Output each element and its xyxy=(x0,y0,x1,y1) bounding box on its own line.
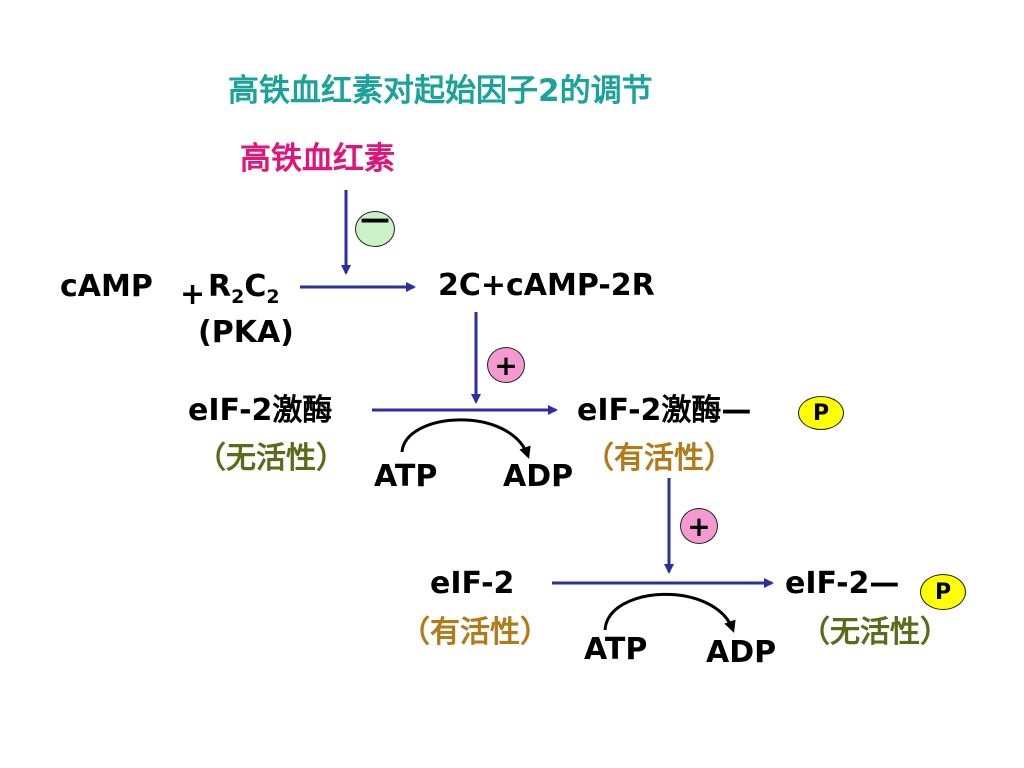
c-letter: C xyxy=(244,269,267,304)
r-subscript: 2 xyxy=(231,286,245,308)
plus-sign: + xyxy=(494,348,518,382)
r2c2-label: R2C2 xyxy=(208,272,280,307)
phosphate-circle-1: P xyxy=(798,396,844,430)
kinase-inactive-state: （无活性） xyxy=(196,441,346,476)
pka-label: (PKA) xyxy=(198,315,294,350)
phosphate-label: P xyxy=(934,579,952,605)
phosphate-circle-2: P xyxy=(920,574,966,610)
minus-sign: — xyxy=(360,202,390,237)
adp-label-2: ADP xyxy=(706,635,777,670)
plus-sign: + xyxy=(687,509,711,543)
diagram-title: 高铁血红素对起始因子2的调节 xyxy=(228,73,653,109)
atp-label-2: ATP xyxy=(584,632,648,667)
eif2-inactive-state: （无活性） xyxy=(800,615,950,650)
activation-plus-circle-1: + xyxy=(487,347,525,383)
atp-adp-curve-2 xyxy=(603,592,736,633)
kinase-inactive-label: eIF-2激酶 xyxy=(188,393,333,428)
camp-label: cAMP xyxy=(60,269,153,304)
eif2-active-state: （有活性） xyxy=(400,615,550,650)
atp-adp-curve-1 xyxy=(400,418,531,459)
phosphate-label: P xyxy=(812,400,830,426)
heme-label: 高铁血红素 xyxy=(240,141,395,177)
kinase-active-state: （有活性） xyxy=(584,441,734,476)
c-subscript: 2 xyxy=(266,286,280,308)
activation-plus-circle-2: + xyxy=(680,508,718,544)
kinase-active-label: eIF-2激酶— xyxy=(577,393,752,428)
eif2-inactive-label: eIF-2— xyxy=(785,566,900,601)
inhibition-minus-circle: — xyxy=(355,205,395,247)
adp-label-1: ADP xyxy=(503,459,574,494)
eif2-active-label: eIF-2 xyxy=(430,566,515,601)
r-letter: R xyxy=(208,269,232,304)
dissociated-product-label: 2C+cAMP-2R xyxy=(438,268,655,303)
plus-label: + xyxy=(180,277,206,312)
atp-label-1: ATP xyxy=(374,459,438,494)
